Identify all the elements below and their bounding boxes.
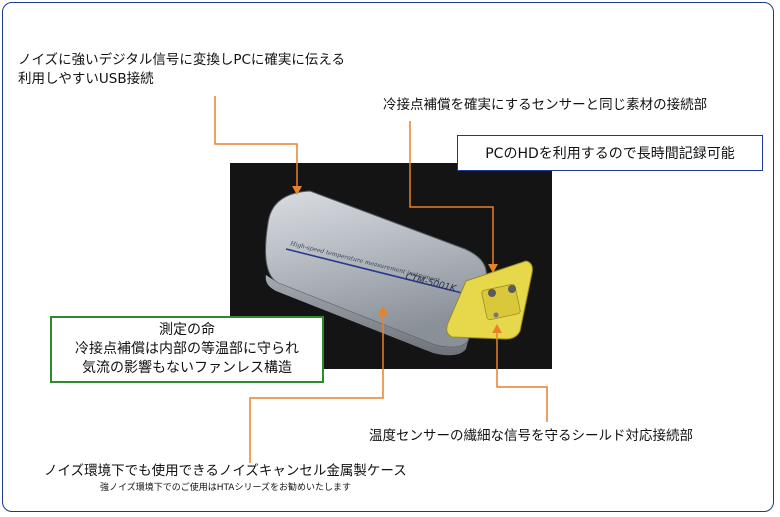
callout-cold-junction: 冷接点補償を確実にするセンサーと同じ素材の接続部 bbox=[383, 97, 708, 113]
connector-screw bbox=[493, 312, 499, 318]
callout-usb-line1: ノイズに強いデジタル信号に変換しPCに確実に伝える bbox=[18, 52, 345, 68]
connector-pin-left bbox=[488, 289, 496, 297]
callout-pc-hd: PCのHDを利用するので長時間記録可能 bbox=[457, 135, 763, 171]
callout-usb-line2: 利用しやすいUSB接続 bbox=[18, 71, 154, 87]
callout-heart: 測定の命 冷接点補償は内部の等温部に守られ 気流の影響もないファンレス構造 bbox=[50, 316, 324, 383]
case-stripe bbox=[285, 248, 463, 294]
callout-heart-line1: 冷接点補償は内部の等温部に守られ bbox=[75, 341, 299, 357]
device-case-side bbox=[265, 275, 468, 356]
callout-pc-hd-text: PCのHDを利用するので長時間記録可能 bbox=[485, 146, 735, 162]
callout-heart-line2: 気流の影響もないファンレス構造 bbox=[82, 360, 292, 376]
callout-case-note: 強ノイズ環境下でのご使用はHTAシリーズをお勧めいたします bbox=[100, 483, 352, 493]
callout-heart-title: 測定の命 bbox=[159, 322, 215, 338]
connector-pin-right bbox=[508, 285, 516, 293]
callout-case-main: ノイズ環境下でも使用できるノイズキャンセル金属製ケース bbox=[44, 463, 407, 479]
callout-shield: 温度センサーの繊細な信号を守るシールド対応接続部 bbox=[369, 428, 693, 444]
